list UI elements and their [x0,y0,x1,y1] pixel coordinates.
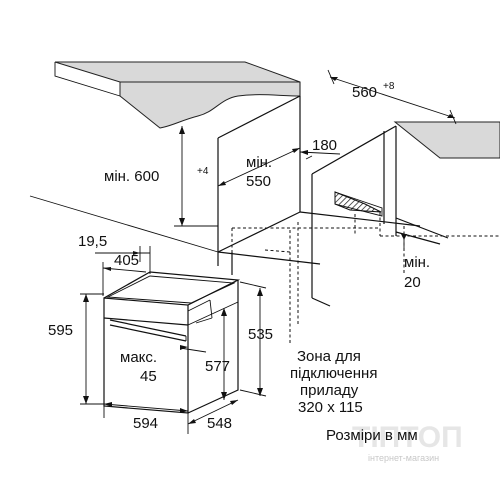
dim-550-line1: мін. [246,154,272,171]
zone-line-1: Зона для [297,348,361,365]
dim-niche-width: 560 +8 [327,69,457,125]
dim-560-tol: +8 [383,81,395,92]
units-note: Розміри в мм [326,427,418,444]
dim-548-label: 548 [207,415,232,432]
zone-line-3: приладу [300,382,359,399]
projection-lines [231,212,500,344]
zone-line-4: 320 x 115 [298,399,363,416]
dim-19-5-label: 19,5 [78,233,107,250]
worktop [54,61,301,129]
dim-max-45: макс. 45 [120,345,207,385]
dim-577-label: 577 [205,358,230,375]
cabinet-niche [29,95,449,307]
dim-gap-180: 180 [299,137,341,160]
dim-45-line2: 45 [140,368,157,385]
dim-width-594: 594 [103,402,189,434]
dim-height-577: 577 [205,308,230,400]
worktop-right [393,121,500,159]
dim-594-label: 594 [133,415,158,432]
dim-45-line1: макс. [120,349,157,366]
dim-20-line2: 20 [404,274,421,291]
dim-180-label: 180 [312,137,337,154]
dim-600-label: мін. 600 [104,168,159,185]
zone-line-2: підключення [290,365,377,382]
dim-20-line1: мін. [404,254,430,271]
watermark-tagline: інтернет-магазин [368,453,439,463]
dim-550-line2: 550 [246,173,271,190]
connection-zone-box [334,191,383,217]
dim-405-label: 405 [114,252,139,269]
dim-595-label: 595 [48,322,73,339]
dim-600-tol: +4 [197,166,209,177]
dim-535-label: 535 [248,326,273,343]
watermark-brand: ТІПТОП [352,421,463,454]
dim-height-595: 595 [48,293,104,405]
oven [103,271,241,414]
dim-door-405: 405 [102,252,147,296]
dim-min-20: мін. 20 [401,232,430,291]
connection-zone-text: Зона для підключення приладу 320 x 115 [290,348,377,416]
dim-front-19-5: 19,5 [78,233,151,274]
dim-height-535: 535 [239,281,273,397]
dim-min-550: мін. 550 [217,147,301,190]
dim-depth-548: 548 [187,399,239,432]
dim-niche-height: мін. 600 +4 [104,126,218,227]
dim-560-label: 560 [352,84,377,101]
